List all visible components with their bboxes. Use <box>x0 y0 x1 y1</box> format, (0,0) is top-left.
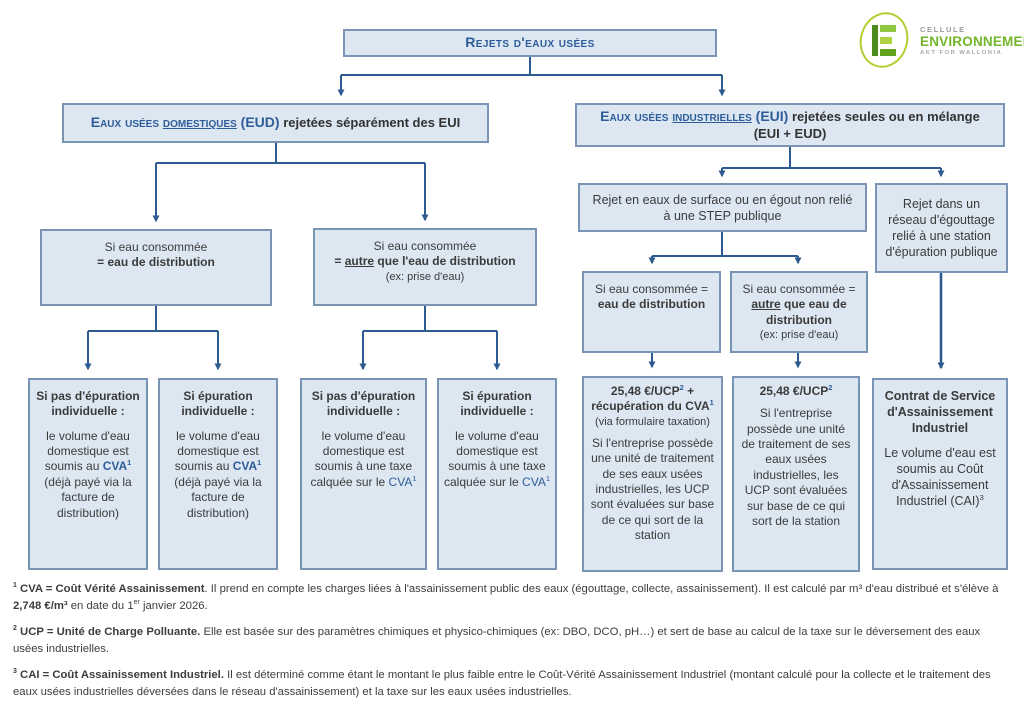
text-part: que eau de distribution <box>766 297 847 327</box>
leaf-body: le volume d'eau domestique est soumis à … <box>439 429 555 490</box>
text-part: Elle est basée sur des paramètres chimiq… <box>13 625 981 655</box>
leaf-title: Si épuration individuelle : <box>460 389 534 419</box>
leaf-body: le volume d'eau domestique est soumis au… <box>30 429 146 521</box>
text-part: (EUI) <box>751 108 789 125</box>
leaf-pas-epuration-cva: Si pas d'épuration individuelle : le vol… <box>28 378 148 570</box>
text-part: = <box>334 254 345 269</box>
text-part: 2 UCP = Unité de Charge Polluante. <box>13 625 201 638</box>
text-line: eau de distribution <box>597 297 706 312</box>
node-eaux-usees-domestiques: Eaux usées domestiques (EUD) rejetées sé… <box>62 103 489 143</box>
logo-line-environnement: ENVIRONNEMENT <box>920 33 1024 49</box>
logo-text: CELLULE ENVIRONNEMENT AKT FOR WALLONIA <box>920 25 1024 56</box>
leaf-title: 25,48 €/UCP2 + <box>584 384 721 399</box>
leaf-contrat-cai: Contrat de Service d'Assainissement Indu… <box>872 378 1008 570</box>
text-part: autre <box>751 297 781 312</box>
leaf-ucp: 25,48 €/UCP2 Si l'entreprise possède une… <box>732 376 860 572</box>
text-line: Si eau consommée <box>104 240 208 254</box>
text-part: 25,48 €/UCP <box>610 384 680 398</box>
text-part: CVA1 <box>102 458 132 474</box>
leaf-title: 25,48 €/UCP2 <box>734 384 858 399</box>
node-rejet-reseau: Rejet dans un réseau d'égouttage relié à… <box>875 183 1008 273</box>
node-rejets-eaux-usees: Rejets d'eaux usées <box>343 29 717 57</box>
text-part: que l'eau de distribution <box>374 254 516 269</box>
text-line: autre que eau de distribution <box>736 297 862 328</box>
leaf-pas-epuration-taxe: Si pas d'épuration individuelle : le vol… <box>300 378 427 570</box>
text-part: Eaux usées <box>90 114 163 131</box>
text-part: industrielles <box>672 108 752 125</box>
text-part: 1 <box>709 398 714 408</box>
leaf-body: le volume d'eau domestique est soumis à … <box>302 429 425 490</box>
text-line: Si eau consommée = <box>742 282 856 296</box>
node-ind-eau-distribution: Si eau consommée = eau de distribution <box>582 271 721 353</box>
text-line: Rejet dans un réseau d'égouttage relié à… <box>885 197 998 259</box>
text-part: le volume d'eau domestique est soumis au <box>174 428 260 474</box>
text-line: (ex: prise d'eau) <box>759 329 839 342</box>
footnotes: 1 CVA = Coût Vérité Assainissement. Il p… <box>13 581 1013 710</box>
text-part: + <box>683 384 695 398</box>
text-line: = eau de distribution <box>97 255 215 270</box>
text-line: (via formulaire taxation) <box>595 415 710 428</box>
text-part: CVA1 <box>522 473 550 489</box>
node-ind-autre-eau: Si eau consommée = autre que eau de dist… <box>730 271 868 353</box>
text-part: 3 CAI = Coût Assainissement Industriel. <box>13 667 224 681</box>
text-part: CVA1 <box>232 458 262 474</box>
text-line: (ex: prise d'eau) <box>385 270 465 283</box>
text-part: rejetées seules ou en mélange <box>788 109 980 125</box>
text-part: 2 <box>679 383 684 392</box>
text-line: Si eau consommée = <box>594 282 709 296</box>
text-part: 3 <box>979 492 984 502</box>
leaf-title: récupération du CVA1 <box>584 399 721 414</box>
ind-header-line1: Eaux usées industrielles (EUI) rejetées … <box>600 108 980 126</box>
text-part: er <box>133 599 140 607</box>
text-part: (EUD) <box>236 114 280 131</box>
node-eaux-usees-industrielles: Eaux usées industrielles (EUI) rejetées … <box>575 103 1005 147</box>
text-part: le volume d'eau domestique est soumis à … <box>444 428 546 489</box>
leaf-title: Si pas d'épuration individuelle : <box>36 389 140 419</box>
footnote-cai: 3 CAI = Coût Assainissement Industriel. … <box>13 667 1013 701</box>
text-part: autre <box>344 254 375 269</box>
leaf-title: Si pas d'épuration individuelle : <box>311 389 416 419</box>
text-part: (déjà payé via la facture de distributio… <box>174 474 262 520</box>
leaf-body: Le volume d'eau est soumis au Coût d'Ass… <box>874 445 1006 509</box>
leaf-ucp-recuperation-cva: 25,48 €/UCP2 + récupération du CVA1 (via… <box>582 376 723 572</box>
text-part: . Il prend en compte les charges liées à… <box>204 583 999 595</box>
footnote-cva: 1 CVA = Coût Vérité Assainissement. Il p… <box>13 581 1013 615</box>
text-part: en date du 1 <box>67 599 134 612</box>
leaf-title: Si épuration individuelle : <box>181 389 255 419</box>
text-line: = autre que l'eau de distribution <box>315 254 535 269</box>
text-part: le volume d'eau domestique est soumis au <box>44 428 130 474</box>
text-part: 2 <box>828 383 833 392</box>
leaf-body: Si l'entreprise possède une unité de tra… <box>590 435 715 542</box>
node-dom-autre-eau: Si eau consommée = autre que l'eau de di… <box>313 228 537 306</box>
text-part: CVA1 <box>388 473 417 489</box>
logo-line-cellule: CELLULE <box>920 24 966 34</box>
logo-line-akt: AKT FOR WALLONIA <box>920 49 1003 56</box>
text-line: Rejet en eaux de surface ou en égout non… <box>592 192 853 223</box>
leaf-body: le volume d'eau domestique est soumis au… <box>160 429 276 521</box>
ind-header-line2: (EUI + EUD) <box>753 125 827 141</box>
text-part: janvier 2026. <box>139 599 208 612</box>
text-part: rejetées séparément des EUI <box>279 115 461 131</box>
text-part: (déjà payé via la facture de distributio… <box>44 474 132 520</box>
text-part: Le volume d'eau est soumis au Coût d'Ass… <box>884 446 996 508</box>
leaf-epuration-cva: Si épuration individuelle : le volume d'… <box>158 378 278 570</box>
text-part: Eaux usées <box>600 108 673 125</box>
cellule-environnement-logo: CELLULE ENVIRONNEMENT AKT FOR WALLONIA <box>857 11 1024 69</box>
text-part: le volume d'eau domestique est soumis à … <box>310 428 413 489</box>
text-part: 2,748 €/m³ <box>13 599 68 612</box>
text-part: domestiques <box>162 114 237 131</box>
node-dom-eau-distribution: Si eau consommée = eau de distribution <box>40 229 272 306</box>
text-part: récupération du CVA <box>591 399 710 414</box>
text-part: 25,48 €/UCP <box>759 384 829 398</box>
leaf-epuration-taxe: Si épuration individuelle : le volume d'… <box>437 378 557 570</box>
dom-header-text: Eaux usées domestiques (EUD) rejetées sé… <box>91 114 460 132</box>
footnote-ucp: 2 UCP = Unité de Charge Polluante. Elle … <box>13 624 1013 658</box>
leaf-title: Contrat de Service d'Assainissement Indu… <box>884 389 996 435</box>
text-part: 1 CVA = Coût Vérité Assainissement <box>13 582 205 595</box>
logo-e-icon <box>859 12 909 68</box>
leaf-body: Si l'entreprise possède une unité de tra… <box>741 406 851 528</box>
node-rejet-surface: Rejet en eaux de surface ou en égout non… <box>578 183 867 232</box>
diagram-title: Rejets d'eaux usées <box>465 34 595 51</box>
text-line: Si eau consommée <box>373 239 477 253</box>
